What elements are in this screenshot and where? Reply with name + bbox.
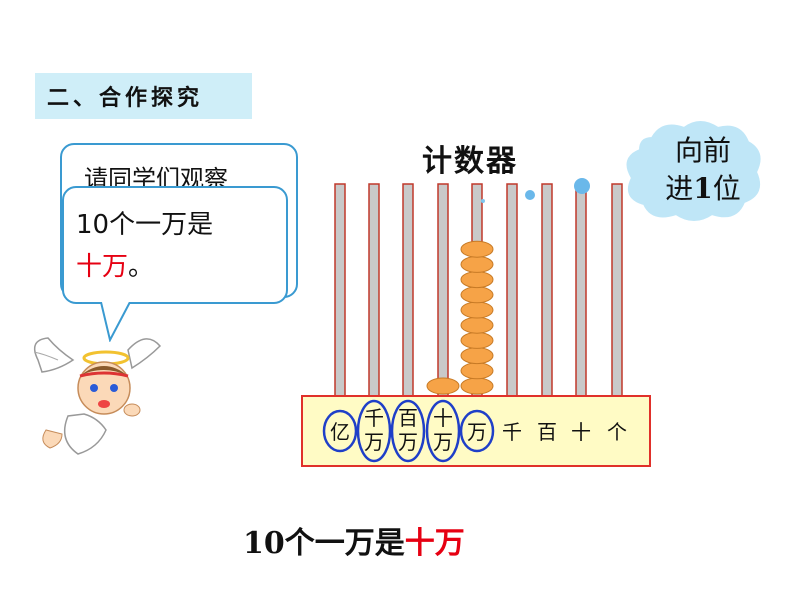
speech-bubble-front: 10个一万是 十万。 <box>62 186 288 304</box>
abacus-base <box>301 395 651 467</box>
place-circle <box>459 409 495 453</box>
place-circle <box>322 409 358 453</box>
section-label: 二、合作探究 <box>47 86 204 111</box>
bubble-tail <box>99 296 132 342</box>
abacus-bead <box>460 240 494 258</box>
bubble-dot <box>574 178 590 194</box>
bubble-suffix: 。 <box>128 252 155 282</box>
place-label: 十万 <box>433 406 453 454</box>
bubble-dot <box>525 190 535 200</box>
abacus-title: 计数器 <box>422 144 518 179</box>
cloud-line2-prefix: 进 <box>665 172 694 205</box>
place-label: 十 <box>571 420 591 444</box>
bubble-front-line2: 十万。 <box>76 246 154 283</box>
conclusion-highlight: 十万 <box>404 526 465 561</box>
angel-illustration <box>33 337 162 455</box>
conclusion-text: 10个一万是十万 <box>243 518 465 562</box>
bubble-dot <box>481 199 485 203</box>
place-circle <box>425 399 461 463</box>
cloud-text: 向前 进1位 <box>648 132 758 208</box>
place-label: 亿 <box>330 420 350 444</box>
place-circle <box>390 399 426 463</box>
abacus-bead <box>426 377 460 395</box>
conclusion-prefix: 10个一万是 <box>243 526 405 561</box>
carry-bubbles <box>481 178 590 203</box>
cloud-line2-number: 1 <box>693 172 713 205</box>
place-circle <box>356 399 392 463</box>
section-tag: 二、合作探究 <box>35 73 252 119</box>
cloud-line2: 进1位 <box>648 170 758 208</box>
wing-icon <box>33 337 162 373</box>
robe-icon <box>63 413 107 455</box>
place-label: 千万 <box>364 406 384 454</box>
place-label: 个 <box>607 420 627 444</box>
bubble-front-line1: 10个一万是 <box>76 210 214 240</box>
place-label: 百万 <box>398 406 418 454</box>
cloud-line1: 向前 <box>674 134 731 167</box>
place-label: 百 <box>537 420 557 444</box>
bubble-highlight: 十万 <box>76 252 129 282</box>
place-label: 万 <box>467 420 487 444</box>
cloud-line2-suffix: 位 <box>712 172 741 205</box>
cloud-icon <box>626 121 761 221</box>
abacus-beads <box>426 240 494 395</box>
place-label: 千 <box>502 420 522 444</box>
